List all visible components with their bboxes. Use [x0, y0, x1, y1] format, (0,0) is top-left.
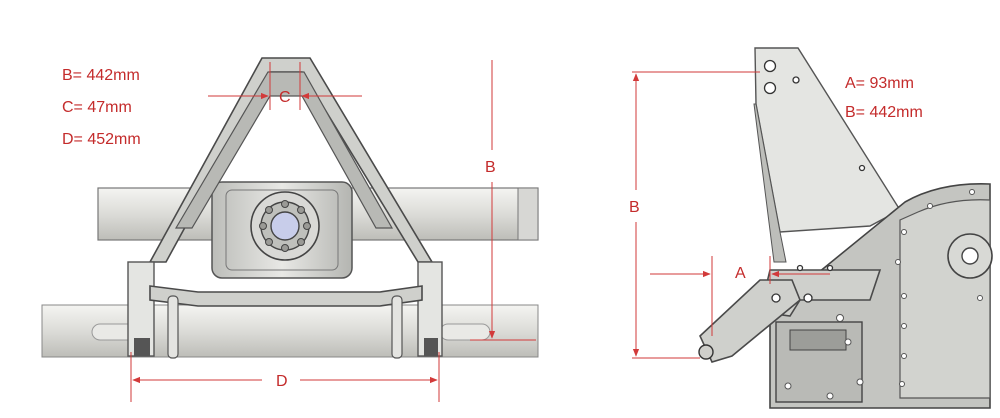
- dimension-a: A: [650, 256, 830, 336]
- beam-end: [517, 187, 539, 241]
- u-bolt-left: [167, 295, 179, 359]
- dim-label-b-right: B: [629, 199, 640, 216]
- shaft-pin-right: [439, 323, 491, 341]
- cross-bar: [149, 285, 423, 307]
- spec-b-right: B= 442mm: [845, 104, 923, 121]
- spec-a: A= 93mm: [845, 75, 914, 92]
- front-view: B= 442mm C= 47mm D= 452mm C B D: [41, 57, 539, 402]
- dimension-b-right: B: [629, 71, 760, 359]
- dimension-b-left: B: [470, 60, 536, 341]
- dim-label-b-left: B: [485, 159, 496, 176]
- dimension-d: D: [130, 352, 440, 402]
- a-frame-plate: [174, 71, 394, 229]
- housing-rivets: [895, 189, 983, 387]
- mast-hole-1: [763, 59, 777, 73]
- side-view: A= 93mm B= 442mm B A: [629, 47, 993, 409]
- dim-label-c: C: [279, 89, 291, 106]
- shaft-bore: [270, 211, 300, 241]
- dim-label-a: A: [735, 265, 746, 282]
- u-bolt-right: [391, 295, 403, 359]
- spec-c: C= 47mm: [62, 99, 132, 116]
- dim-label-d: D: [276, 373, 288, 390]
- spec-b: B= 442mm: [62, 67, 140, 84]
- lower-link-pin: [698, 344, 714, 360]
- dimension-c: C: [208, 62, 362, 110]
- bearing-balls: [259, 200, 311, 252]
- mast-hole-2: [763, 81, 777, 95]
- spec-d: D= 452mm: [62, 131, 141, 148]
